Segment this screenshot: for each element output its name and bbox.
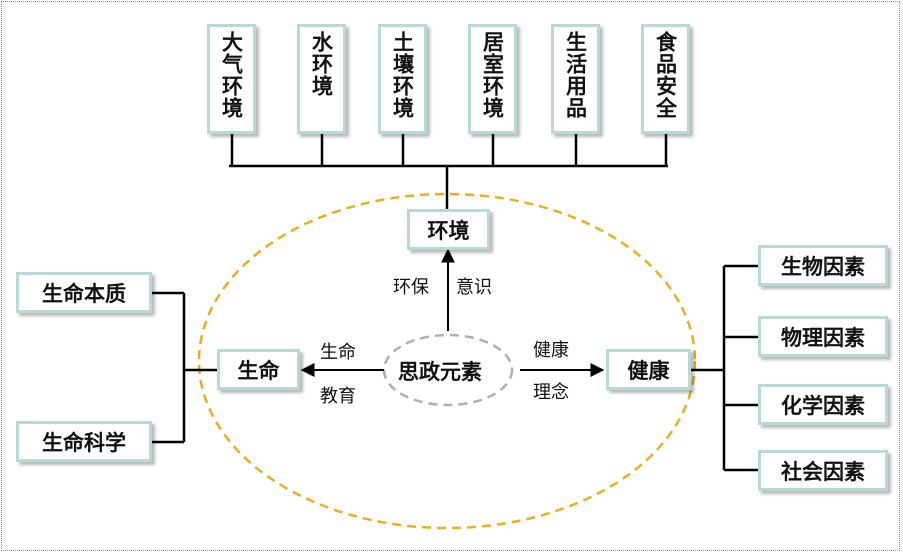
top-item-food-safety: 食品安全 (641, 24, 690, 134)
env-arrow-label-2: 意识 (456, 277, 492, 298)
life-arrow-label-1: 生命 (320, 342, 356, 363)
life-box: 生命 (217, 349, 300, 390)
top-item-air: 大气环境 (207, 24, 256, 134)
right-item-social: 社会因素 (758, 450, 888, 491)
health-arrow-label-1: 健康 (533, 340, 569, 361)
right-item-physical: 物理因素 (758, 316, 888, 357)
top-item-water: 水环境 (297, 24, 346, 134)
left-tree-connector (152, 291, 217, 444)
top-item-indoor: 居室环境 (468, 24, 517, 134)
left-item-life-science: 生命科学 (16, 421, 152, 462)
right-item-chemical: 化学因素 (758, 384, 888, 425)
left-item-life-essence: 生命本质 (16, 272, 152, 313)
life-arrow-label-2: 教育 (320, 386, 356, 407)
center-node: 思政元素 (398, 360, 482, 384)
env-box: 环境 (407, 209, 490, 250)
env-arrow-label-1: 环保 (393, 277, 429, 298)
top-item-daily-goods: 生活用品 (551, 24, 600, 134)
top-item-soil: 土壤环境 (378, 24, 427, 134)
right-item-biological: 生物因素 (758, 245, 888, 286)
outer-dashed-ellipse (197, 192, 697, 530)
health-arrow-label-2: 理念 (533, 382, 569, 403)
health-box: 健康 (606, 349, 691, 390)
top-tree-connector (229, 134, 668, 209)
right-tree-connector (691, 264, 758, 472)
